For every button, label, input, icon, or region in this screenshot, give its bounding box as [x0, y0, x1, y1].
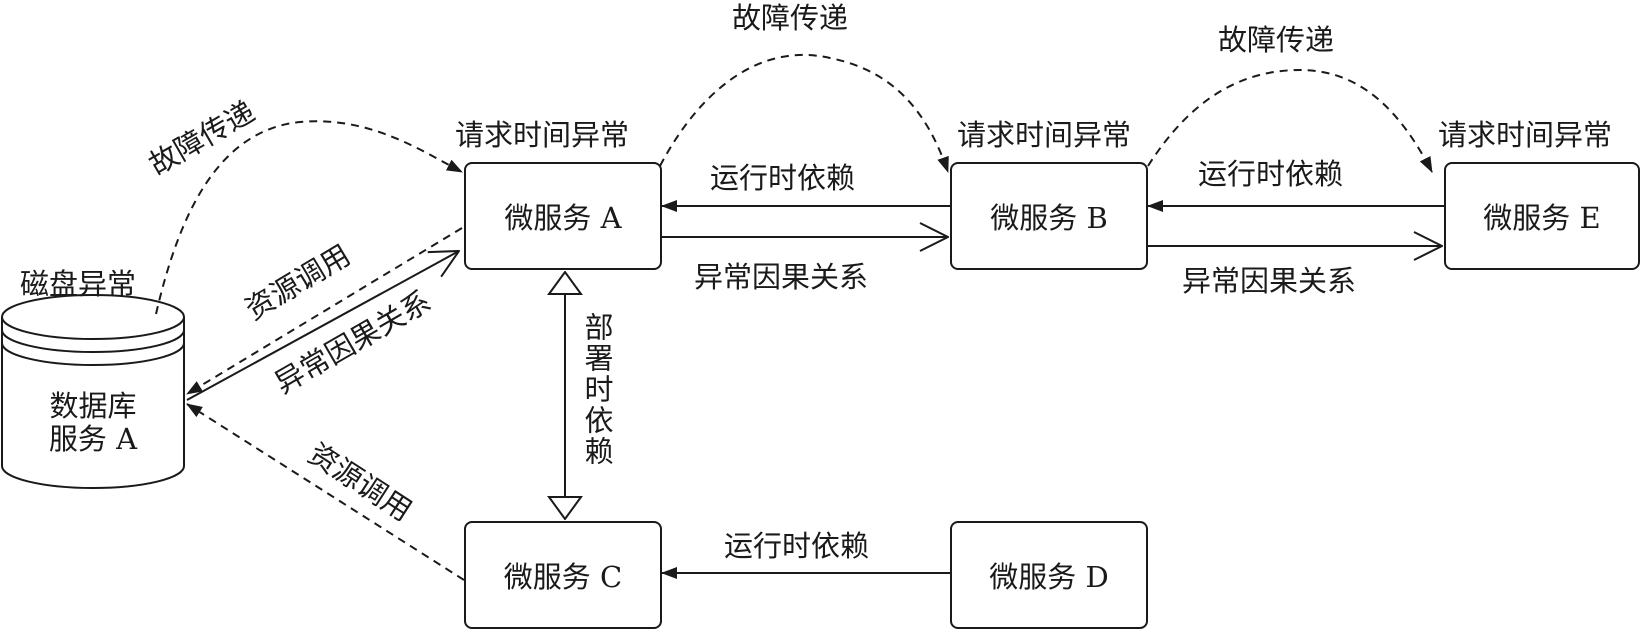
- db-label-line2: 服务 A: [48, 422, 138, 457]
- fault-prop-curve-a-to-b: [659, 53, 949, 173]
- label-request-time-e: 请求时间异常: [1438, 118, 1613, 152]
- causal-edge-db-to-a: [186, 251, 459, 401]
- label-request-time-a: 请求时间异常: [455, 118, 630, 152]
- label-runtime-ab: 运行时依赖: [710, 161, 856, 195]
- label-causal-ab: 异常因果关系: [694, 260, 869, 294]
- label-request-time-b: 请求时间异常: [957, 118, 1132, 152]
- fault-prop-curve-b-to-e: [1147, 68, 1433, 173]
- label-runtime-be: 运行时依赖: [1198, 157, 1344, 191]
- node-microservice-c: 微服务 C: [464, 521, 662, 629]
- label-fault-prop-2: 故障传递: [732, 1, 849, 35]
- node-microservice-d: 微服务 D: [950, 521, 1148, 629]
- fault-prop-curve-disk-to-a: [155, 120, 463, 315]
- label-deploy-dependency: 部署时依赖: [580, 312, 614, 467]
- resource-edge-c-to-db: [186, 403, 465, 581]
- label-causal-be: 异常因果关系: [1182, 264, 1357, 298]
- label-runtime-dc: 运行时依赖: [724, 529, 870, 563]
- resource-edge-a-to-db: [186, 227, 463, 395]
- node-microservice-b: 微服务 B: [950, 162, 1148, 270]
- node-microservice-a: 微服务 A: [464, 162, 662, 270]
- label-disk-anomaly: 磁盘异常: [20, 267, 137, 301]
- node-database-label: 数据库 服务 A: [10, 389, 176, 457]
- database-cylinder: [0, 294, 185, 489]
- db-label-line1: 数据库: [49, 389, 137, 423]
- label-fault-prop-3: 故障传递: [1218, 23, 1335, 57]
- node-microservice-e: 微服务 E: [1444, 162, 1640, 270]
